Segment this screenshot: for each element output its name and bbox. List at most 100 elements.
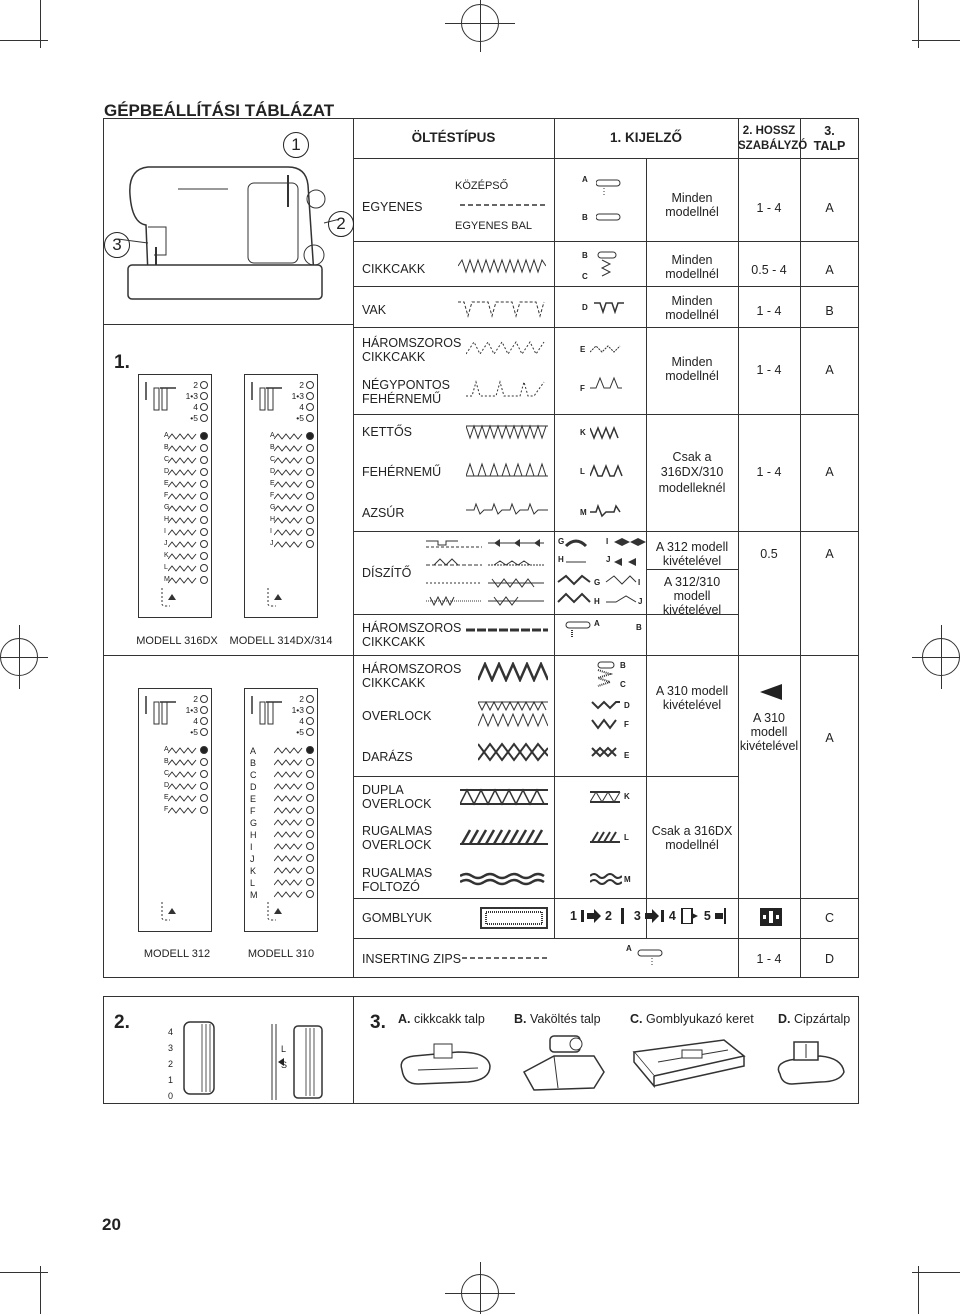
display-label: C xyxy=(582,272,588,281)
display-label: A xyxy=(626,944,632,953)
stitch-straight xyxy=(460,204,546,206)
panel-row-label: D xyxy=(164,782,170,789)
panel-indicator-dot xyxy=(200,468,208,476)
panel-indicator-dot xyxy=(306,770,314,778)
stitch-triple-straight xyxy=(466,628,548,632)
display-label: I xyxy=(638,578,641,587)
panel-stitch-icon xyxy=(168,565,197,572)
foot-a-caption: A. cikkcakk talp xyxy=(398,1012,485,1026)
display-icon xyxy=(594,302,624,314)
display-label: K xyxy=(624,792,630,801)
zigzag-foot-icon xyxy=(400,1043,491,1085)
dial1-label: 4 xyxy=(168,1027,174,1037)
panel-needle-icon xyxy=(145,382,176,411)
display-icon xyxy=(565,621,591,638)
panel-row-label: E xyxy=(164,480,169,487)
stitch-four-point xyxy=(466,380,545,397)
panel-stitch-icon xyxy=(168,529,197,536)
display-label: E xyxy=(624,751,630,760)
callout-3: 3 xyxy=(104,232,130,258)
panel-top-label: 2 xyxy=(193,380,198,390)
panel-top-label: 1•3 xyxy=(291,391,304,401)
row-diszito-m3: A 312/310 xyxy=(663,575,721,589)
panel-top-label: 4 xyxy=(193,716,198,726)
panel-stitch-icon xyxy=(274,433,303,440)
panel-indicator-dot xyxy=(306,794,314,802)
header-length-2: SZABÁLYZÓ xyxy=(738,140,808,152)
panel-indicator-dot xyxy=(306,480,314,488)
panel-indicator-dot xyxy=(200,392,208,400)
panel-stitch-icon xyxy=(274,493,303,500)
panel-indicator-dot xyxy=(200,492,208,500)
panel-stitch-icon xyxy=(168,747,197,754)
panel-indicator-dot xyxy=(306,818,314,826)
panel-top-label: 4 xyxy=(299,716,304,726)
panel-indicator-dot xyxy=(306,854,314,862)
display-label: L xyxy=(624,833,629,842)
zipper-foot-icon xyxy=(777,1041,845,1085)
row-harom1-foot: A xyxy=(825,363,834,377)
panel-indicator-dot xyxy=(200,770,208,778)
display-label: J xyxy=(638,597,643,606)
row-kettos-model1: Csak a xyxy=(672,450,712,464)
panel-indicator-dot xyxy=(200,504,208,512)
panel-stitch-icon xyxy=(274,445,303,452)
row-harom1-length: 1 - 4 xyxy=(756,363,782,377)
row-kettos-name3: AZSÚR xyxy=(362,506,405,520)
panel-stitch-icon xyxy=(274,469,303,476)
panel-top-label: 2 xyxy=(193,694,198,704)
panel-buttonhole-icon xyxy=(161,588,176,607)
foot-d-caption: D. Cipzártalp xyxy=(778,1012,851,1026)
row-harom2-name2: CIKKCAKK xyxy=(362,635,426,649)
display-label: E xyxy=(580,345,586,354)
panel-indicator-dot xyxy=(200,381,208,389)
crop-mark xyxy=(912,657,960,658)
blind-foot-icon xyxy=(522,1035,605,1091)
header-stitch: ÖLTÉSTÍPUS xyxy=(411,130,496,145)
stitch-lingerie xyxy=(466,462,548,477)
row-gomblyuk-foot: C xyxy=(824,911,835,925)
panel-row-label: M xyxy=(164,576,170,583)
crop-mark xyxy=(19,625,20,689)
display-label: G xyxy=(594,578,601,587)
row-cikkcakk-name: CIKKCAKK xyxy=(362,262,426,276)
panel-indicator-dot xyxy=(306,456,314,464)
display-icon xyxy=(590,425,623,518)
row-harom3-foot: A xyxy=(825,731,834,745)
panel-stitch-icon xyxy=(274,819,303,826)
stitch-triple-zigzag xyxy=(466,341,545,355)
panel-314dx-caption: MODELL 314DX/314 xyxy=(229,635,333,647)
row-harom1-name4: FEHÉRNEMŰ xyxy=(362,392,442,406)
panel-stitch-icon xyxy=(274,891,303,898)
panel-indicator-dot xyxy=(306,492,314,500)
display-label: A xyxy=(594,619,600,628)
panel-stitch-icon xyxy=(274,855,303,862)
panel-top-label: 2 xyxy=(299,380,304,390)
panel-indicator-dot xyxy=(200,576,208,584)
row-dupla-name5: RUGALMAS xyxy=(362,866,433,880)
row-cikkcakk-model: Minden modellnél xyxy=(665,253,719,281)
panel-indicator-dot xyxy=(306,842,314,850)
panel-stitch-icon xyxy=(274,541,303,548)
display-icon xyxy=(590,791,622,885)
panel-row-label: I xyxy=(164,528,166,535)
row-egyenes-sub2: EGYENES BAL xyxy=(455,220,533,232)
display-label: I xyxy=(606,537,609,546)
panel-row-label: C xyxy=(164,456,170,463)
crop-mark xyxy=(40,1266,41,1314)
display-label: C xyxy=(620,680,626,689)
panel-row-label: J xyxy=(250,854,255,864)
stitch-elastic-overlock xyxy=(460,829,548,845)
step-3: 3 xyxy=(633,909,641,923)
header-foot-2: TALP xyxy=(813,139,846,153)
crop-mark xyxy=(0,1272,48,1273)
section-1-label: 1. xyxy=(114,352,130,373)
panel-indicator-dot xyxy=(200,552,208,560)
panel-stitch-icon xyxy=(274,783,303,790)
row-harom3-name1: HÁROMSZOROS xyxy=(362,662,462,676)
panel-buttonhole-icon xyxy=(161,902,176,921)
panel-indicator-dot xyxy=(306,504,314,512)
panel-stitch-icon xyxy=(168,505,197,512)
panel-row-label: L xyxy=(164,564,168,571)
panel-row-label: K xyxy=(250,866,257,876)
